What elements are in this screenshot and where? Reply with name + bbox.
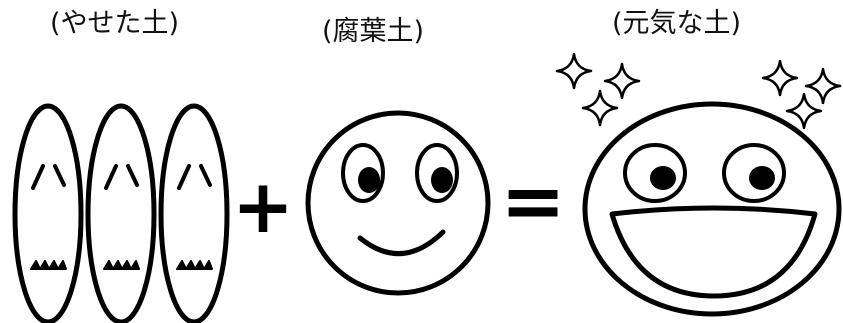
sparkle-icon [557, 54, 591, 88]
sparkle-icon [583, 91, 617, 125]
svg-text:=: = [500, 157, 565, 247]
poor-soil-face-1-icon [15, 106, 81, 322]
poor-soil-face-3-icon [161, 106, 227, 322]
leaf-mold-face-icon [308, 113, 488, 293]
equals-operator: = [500, 157, 565, 247]
sparkle-icon [806, 69, 840, 103]
sparkle-icon [763, 61, 797, 95]
sparkle-icon [605, 64, 639, 98]
plus-operator: + [232, 164, 294, 250]
healthy-soil-face-icon [585, 104, 839, 314]
sparkle-icon [787, 94, 821, 128]
poor-soil-face-2-icon [88, 106, 154, 322]
